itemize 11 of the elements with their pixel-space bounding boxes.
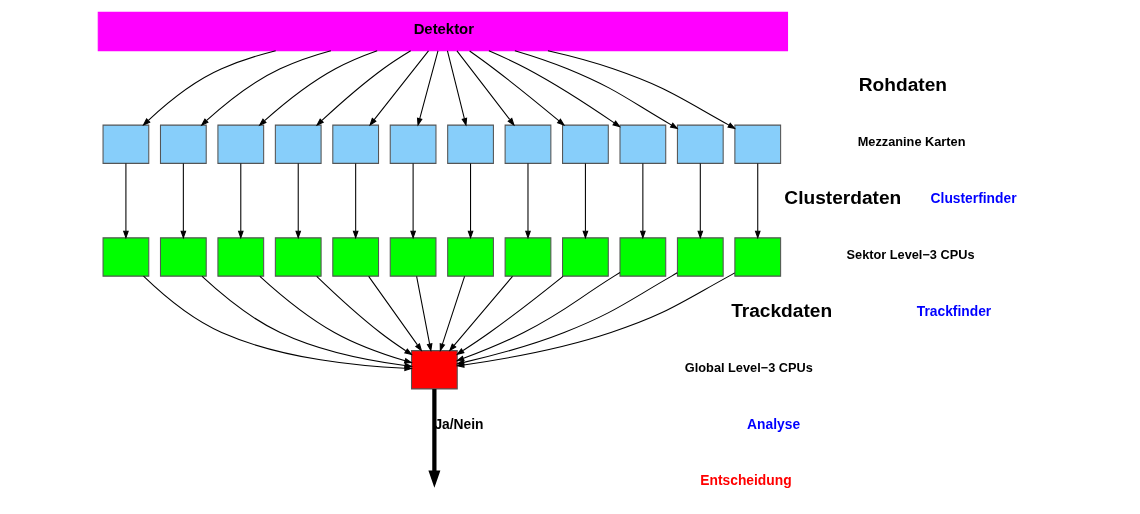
label: Global Level−3 CPUs	[684, 359, 813, 375]
label: Analyse	[747, 415, 801, 432]
edge-label: Ja/Nein	[434, 415, 484, 432]
label: Entscheidung	[700, 472, 792, 489]
label: Trackdaten	[731, 299, 833, 321]
label: Clusterdaten	[784, 187, 902, 209]
label: Rohdaten	[858, 74, 947, 96]
label: Mezzanine Karten	[857, 134, 966, 150]
label: Sektor Level−3 CPUs	[846, 247, 975, 263]
label: Trackfinder	[916, 302, 992, 319]
label: Clusterfinder	[930, 190, 1017, 207]
